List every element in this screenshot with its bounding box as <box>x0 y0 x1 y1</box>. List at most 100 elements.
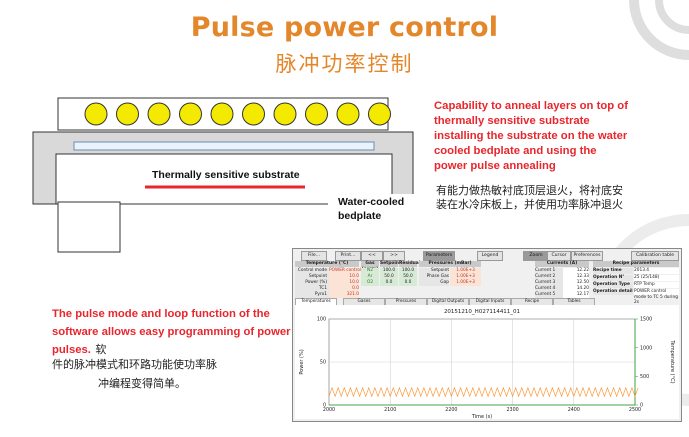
power-pulse-series <box>328 386 639 398</box>
currents-header: Currents (A) <box>535 261 589 267</box>
current-row-value: 12.22 <box>563 268 589 274</box>
toolbar-button[interactable]: Preferences <box>571 251 603 261</box>
left-description: The pulse mode and loop function of the … <box>52 304 292 372</box>
toolbar-button[interactable]: Cursor <box>547 251 571 261</box>
gas-row-label: N2 <box>361 268 379 274</box>
y2-tick-label: 500 <box>640 374 649 380</box>
gas-row-residual: 0.0 <box>399 280 417 286</box>
temperature-row-label: Control mode <box>295 268 329 274</box>
temperature-row-label: TC1 <box>295 286 329 292</box>
bedplate-label: Water-cooled bedplate <box>338 196 405 222</box>
bedplate-label-bg <box>328 194 418 234</box>
recipe-row-label: Operation detail <box>593 289 633 295</box>
pressure-row-label: Phase Gas <box>419 274 449 280</box>
chart-title: 20151210_H027114411_01 <box>444 309 520 315</box>
y-tick-label: 0 <box>323 403 326 409</box>
setpoint-header: Setpoint <box>380 261 402 267</box>
recipe-row-value: 2013.4 <box>634 268 679 274</box>
current-row-value: 12.50 <box>563 280 589 286</box>
lamp-circle <box>179 102 202 126</box>
gas-row-setpoint: 50.0 <box>380 274 398 280</box>
x-tick-label: 2400 <box>568 407 580 413</box>
current-row-label: Current 4 <box>535 286 563 292</box>
recipe-row-value: POWER control mode to TC 5 during 2s <box>634 289 679 306</box>
current-row-label: Current 1 <box>535 268 563 274</box>
gas-row-setpoint: 100.0 <box>380 268 398 274</box>
pressure-row-label: Gap <box>419 280 449 286</box>
left-description-cn-inline: 软 <box>95 343 107 356</box>
current-row-value: 14.20 <box>563 286 589 292</box>
toolbar-button[interactable]: Calibration table <box>631 251 679 261</box>
y2-tick-label: 0 <box>640 403 643 409</box>
gas-row-residual: 100.0 <box>399 268 417 274</box>
temperature-header: Temperature (°C) <box>295 261 359 267</box>
recipe-row-label: Recipe time <box>593 268 633 274</box>
current-row-label: Current 3 <box>535 280 563 286</box>
residual-header: Residual <box>399 261 421 267</box>
y-tick-label: 100 <box>317 317 326 323</box>
page-title: Pulse power control <box>190 12 499 43</box>
lamp-circle <box>147 102 171 126</box>
toolbar-button[interactable]: >> <box>383 251 405 261</box>
temperature-row-label: Setpoint <box>295 274 329 280</box>
current-row-value: 12.17 <box>563 292 589 298</box>
y2-tick-label: 1500 <box>640 317 652 323</box>
lamp-circle <box>116 102 139 126</box>
bedplate-support <box>57 201 121 253</box>
decorative-arcs-top <box>629 0 689 60</box>
toolbar-button[interactable]: Print... <box>335 251 361 261</box>
pressure-row-label: Setpoint <box>419 268 449 274</box>
recipe-row-label: Operation N° <box>593 275 633 281</box>
toolbar-button[interactable]: Parameters <box>423 251 455 261</box>
y2-axis-label: Temperature (°C) <box>669 339 675 383</box>
left-description-cn-rest: 件的脉冲模式和环路功能使功率脉 <box>52 358 217 371</box>
current-row-label: Current 5 <box>535 292 563 298</box>
recipe-row-value: RTP Temp <box>634 282 679 288</box>
lamp-circle <box>84 102 108 126</box>
page-title-chinese: 脉冲功率控制 <box>275 52 414 76</box>
pressure-header: Pressures (mBar) <box>419 261 481 267</box>
pressure-row-value: 1.00E+3 <box>450 268 481 274</box>
x-tick-label: 2200 <box>445 407 457 413</box>
y2-tick-label: 1000 <box>640 345 652 351</box>
gas-row-residual: 50.0 <box>399 274 417 280</box>
lamp-circle <box>210 102 234 126</box>
toolbar-button[interactable]: << <box>361 251 383 261</box>
gas-row-label: O2 <box>361 280 379 286</box>
lamp-circle <box>242 102 265 126</box>
pressure-row-value: 1.00E+3 <box>450 280 481 286</box>
temperature-row-value: 0.0 <box>329 286 359 292</box>
y-axis-label: Power (%) <box>299 349 305 374</box>
left-description-cn-last: 冲编程变得简单。 <box>98 377 186 390</box>
temperature-row-value: POWER control <box>329 268 362 274</box>
quartz-window <box>73 141 375 151</box>
left-description-en: The pulse mode and loop function of the … <box>52 308 291 356</box>
gas-row-setpoint: 0.0 <box>380 280 398 286</box>
lamp-circle <box>368 102 391 126</box>
pressure-row-value: 1.00E+3 <box>450 274 481 280</box>
x-tick-label: 2100 <box>384 407 396 413</box>
toolbar-button[interactable]: Zoom <box>523 251 549 261</box>
temperature-row-value: 321.0 <box>329 292 359 298</box>
x-tick-label: 2300 <box>506 407 518 413</box>
gas-row-label: Ar <box>361 274 379 280</box>
toolbar-button[interactable]: Legend <box>477 251 503 261</box>
right-description-en: Capability to anneal layers on top of th… <box>434 100 628 172</box>
right-description-cn: 有能力做热敏衬底顶层退火，将衬底安装在水冷床板上，并使用功率脉冲退火 <box>436 184 623 211</box>
recipe-row-value: 25 (25/148) <box>634 275 679 281</box>
temperature-row-label: Power (%) <box>295 280 329 286</box>
furnace-diagram <box>32 97 418 253</box>
lamp-circle <box>273 102 297 126</box>
current-row-value: 12.33 <box>563 274 589 280</box>
current-row-label: Current 2 <box>535 274 563 280</box>
heating-lamps <box>84 102 391 126</box>
recipe-header: Recipe parameters <box>593 261 679 267</box>
lamp-circle <box>336 102 360 126</box>
gas-header: Gas (sccm) <box>361 261 379 272</box>
toolbar-button[interactable]: File... <box>301 251 327 261</box>
y-tick-label: 50 <box>320 360 326 366</box>
x-tick-label: 2500 <box>629 407 641 413</box>
